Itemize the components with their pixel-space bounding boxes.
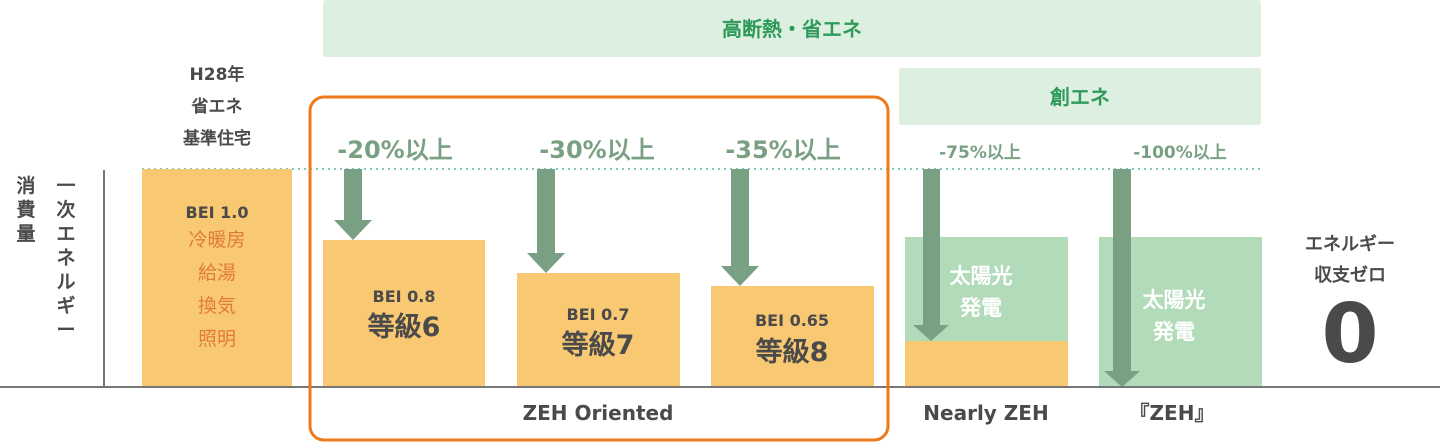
grade-label: 等級6	[368, 311, 441, 343]
insulation-band-label: 高断熱・省エネ	[722, 17, 862, 41]
arrow-down-icon	[913, 169, 949, 341]
svg-text:費: 費	[16, 198, 35, 221]
grade-7: -30%以上 BEI 0.7 等級7	[517, 136, 680, 387]
bei-baseline: BEI 1.0	[186, 203, 249, 222]
grade-label: 等級7	[562, 329, 635, 361]
bei-label: BEI 0.7	[567, 305, 630, 324]
bar-grade-6	[323, 240, 485, 387]
bar-remaining	[905, 341, 1068, 387]
svg-text:収支ゼロ: 収支ゼロ	[1314, 264, 1386, 286]
svg-text:ギ: ギ	[56, 295, 75, 317]
svg-text:消: 消	[16, 174, 35, 197]
generation-band-label: 創エネ	[1049, 85, 1110, 109]
bar-baseline	[142, 169, 292, 387]
arrow-down-icon	[721, 169, 759, 286]
reduction-label: -20%以上	[337, 136, 452, 164]
bei-label: BEI 0.8	[373, 287, 436, 306]
svg-text:省エネ: 省エネ	[191, 96, 243, 117]
reduction-label: -35%以上	[725, 136, 840, 164]
svg-text:0: 0	[1321, 287, 1378, 382]
bar-grade-7	[517, 273, 680, 387]
svg-text:ル: ル	[56, 271, 75, 293]
insulation-band	[323, 0, 1261, 57]
zeh: -100%以上 太陽光 発電	[1099, 143, 1262, 387]
arrow-down-icon	[334, 169, 372, 240]
svg-text:ー: ー	[56, 319, 75, 341]
generation-band	[899, 68, 1261, 125]
svg-text:ネ: ネ	[56, 247, 75, 269]
svg-text:H28年: H28年	[190, 64, 245, 85]
svg-text:量: 量	[16, 223, 35, 245]
reduction-label: -30%以上	[539, 136, 654, 164]
svg-text:給湯: 給湯	[198, 262, 236, 284]
svg-text:発電: 発電	[1152, 320, 1195, 344]
reduction-label: -100%以上	[1133, 143, 1227, 163]
zeh-label: 『ZEH』	[1130, 401, 1215, 425]
zeh-oriented-highlight	[308, 95, 890, 442]
grade-label: 等級8	[756, 336, 829, 368]
svg-text:照明: 照明	[198, 328, 236, 350]
svg-text:エ: エ	[56, 223, 75, 245]
svg-text:太陽光: 太陽光	[950, 264, 1013, 288]
nearly-zeh: -75%以上 太陽光 発電	[905, 143, 1068, 387]
svg-text:発電: 発電	[959, 296, 1002, 320]
energy-uses: 冷暖房 給湯 換気 照明	[188, 229, 245, 350]
bar-grade-8	[711, 286, 874, 387]
grade-8: -35%以上 BEI 0.65 等級8	[711, 136, 874, 387]
arrow-down-icon	[1104, 169, 1140, 387]
zeh-oriented-label: ZEH Oriented	[523, 401, 674, 425]
svg-text:基準住宅: 基準住宅	[182, 128, 251, 149]
nearly-zeh-label: Nearly ZEH	[923, 401, 1048, 425]
y-axis-label: 消 費 量 一 次 エ ネ ル ギ ー	[16, 174, 75, 341]
net-zero: エネルギー 収支ゼロ 0	[1305, 234, 1395, 382]
reduction-label: -75%以上	[939, 143, 1021, 163]
svg-text:太陽光: 太陽光	[1143, 288, 1206, 312]
arrow-down-icon	[527, 169, 565, 273]
baseline-house-title: H28年 省エネ 基準住宅	[182, 64, 251, 149]
svg-text:エネルギー: エネルギー	[1305, 234, 1395, 255]
grade-6: -20%以上 BEI 0.8 等級6	[323, 136, 485, 387]
svg-text:冷暖房: 冷暖房	[188, 229, 245, 251]
bei-label: BEI 0.65	[755, 311, 829, 330]
svg-text:一: 一	[56, 175, 75, 197]
svg-text:次: 次	[56, 198, 75, 221]
svg-text:換気: 換気	[198, 295, 236, 317]
